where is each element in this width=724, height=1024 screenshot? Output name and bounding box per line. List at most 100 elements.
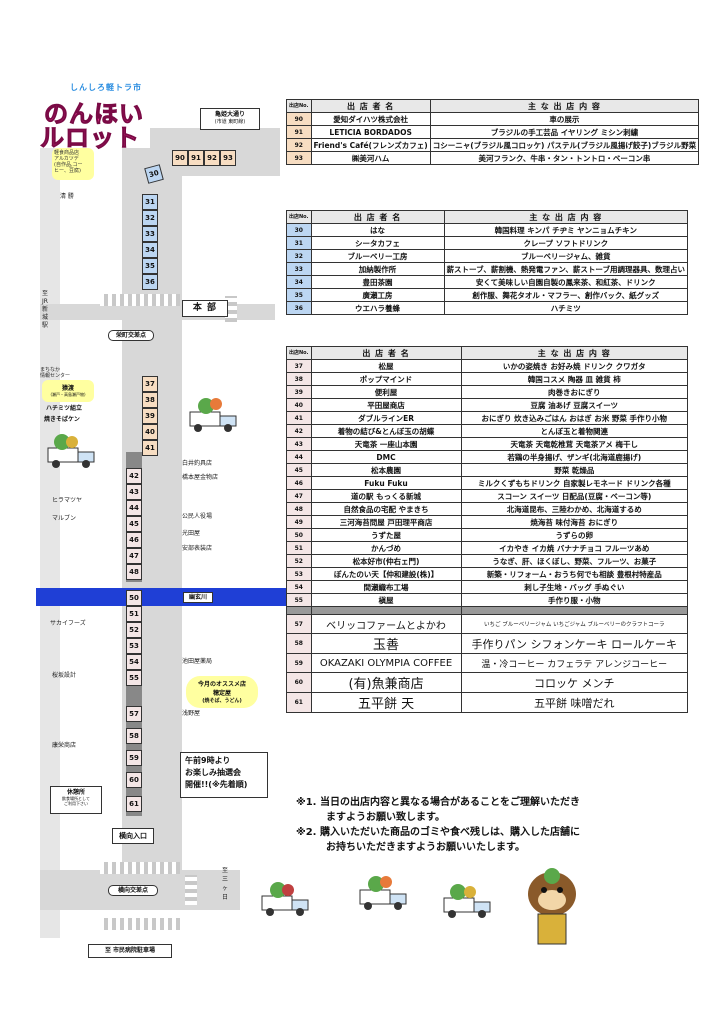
stall-47: 47 xyxy=(126,548,142,564)
cell-no: 59 xyxy=(286,653,312,673)
cell-name: 平田屋商店 xyxy=(310,398,462,412)
stall-34: 34 xyxy=(142,242,158,258)
header-items: 主 な 出 店 内 容 xyxy=(460,346,689,360)
hachimitsu-label: ハチミツ組立 xyxy=(46,405,83,412)
cell-name: ダブルラインER xyxy=(310,411,462,425)
cell-no: 37 xyxy=(286,359,312,373)
cell-no: 45 xyxy=(286,463,312,477)
river-label: 幽玄川 xyxy=(183,592,213,603)
mitsu-label: 光田屋 xyxy=(182,530,201,537)
mikkabi-label: 至三ヶ日 xyxy=(222,867,229,901)
cell-items: 野菜 乾燥品 xyxy=(460,463,689,477)
stall-36: 36 xyxy=(142,274,158,290)
crosswalk-top xyxy=(100,294,180,306)
cell-no: 52 xyxy=(286,554,312,568)
cell-items: うずらの卵 xyxy=(460,528,689,542)
cell-name: OKAZAKI OLYMPIA COFFEE xyxy=(310,653,462,673)
stall-91: 91 xyxy=(188,150,204,166)
stall-54: 54 xyxy=(126,654,142,670)
stall-50: 50 xyxy=(126,590,142,606)
table-separator xyxy=(286,606,689,615)
stall-43: 43 xyxy=(126,484,142,500)
cell-no: 40 xyxy=(286,398,312,412)
cell-name: はな xyxy=(310,223,445,237)
header-name: 出 店 者 名 xyxy=(310,210,445,224)
stall-42: 42 xyxy=(126,468,142,484)
cell-name: Friend's Café(フレンズカフェ) xyxy=(310,138,431,152)
cell-no: 43 xyxy=(286,437,312,451)
river xyxy=(36,588,286,606)
cell-items: 五平餅 味噌だれ xyxy=(460,692,689,713)
fukuda-label: 浅野屋 xyxy=(182,710,201,717)
cell-no: 32 xyxy=(286,249,312,263)
cell-items: おにぎり 炊き込みごはん おはぎ お米 野菜 手作り小物 xyxy=(460,411,689,425)
truck-illustration-4 xyxy=(359,876,407,910)
hiramatsu-label: ヒラマツヤ xyxy=(52,497,83,504)
cell-name: ウエハラ養蜂 xyxy=(310,301,445,315)
cell-name: 間瀬織布工場 xyxy=(310,580,462,594)
cell-no: 55 xyxy=(286,593,312,607)
marupan-label: マルブン xyxy=(52,515,77,522)
cell-items: 新築・リフォーム・おうち何でも相談 豊根村特産品 xyxy=(460,567,689,581)
cell-no: 41 xyxy=(286,411,312,425)
stall-59: 59 xyxy=(126,750,142,766)
cell-no: 30 xyxy=(286,223,312,237)
sakai-label: サカイフーズ xyxy=(50,620,86,627)
kiyose-label: 清 勝 xyxy=(60,193,74,200)
yokohama-label: 猿渡 (瀬戸・高島瀬戸物) xyxy=(42,380,94,402)
cell-items: うなぎ、肝、ほくぼし、野菜、フルーツ、お菓子 xyxy=(460,554,689,568)
cell-name: (有)魚兼商店 xyxy=(310,672,462,693)
matsubara-label: 橋本屋金物店 xyxy=(182,474,219,481)
stall-52: 52 xyxy=(126,622,142,638)
ikeda-label: 池田屋薬局 xyxy=(182,658,213,665)
stall-33: 33 xyxy=(142,226,158,242)
crosswalk-bottom-side xyxy=(185,875,197,905)
cell-name: Fuku Fuku xyxy=(310,476,462,490)
table-row: 60(有)魚兼商店コロッケ メンチ xyxy=(286,672,689,693)
stall-53: 53 xyxy=(126,638,142,654)
cell-name: かんづめ xyxy=(310,541,462,555)
logo-subtitle: しんしろ軽トラ市 xyxy=(70,83,142,92)
cell-name: 豊田茶園 xyxy=(310,275,445,289)
cell-no: 60 xyxy=(286,672,312,693)
cell-items: ブルーベリージャム、雑貨 xyxy=(443,249,689,263)
crosswalk-side xyxy=(225,296,237,326)
header-no: 出店No. xyxy=(286,346,312,360)
cell-items: 天竜茶 天竜乾椎茸 天竜茶アメ 梅干し xyxy=(460,437,689,451)
stall-44: 44 xyxy=(126,500,142,516)
cell-items: 豆腐 油あげ 豆腐スイーツ xyxy=(460,398,689,412)
header-name: 出 店 者 名 xyxy=(310,99,431,113)
cell-name: 松屋 xyxy=(310,359,462,373)
road-cross-sakae xyxy=(40,304,275,320)
cell-items: 韓国コスメ 陶器 皿 雑貨 柿 xyxy=(460,372,689,386)
cell-name: ぽんたのい天【仲和建設(株)】 xyxy=(310,567,462,581)
separator-cell xyxy=(460,606,689,615)
cell-items: 北海道昆布、三陸わかめ、北海道するめ xyxy=(460,502,689,516)
crosswalk-bottom2 xyxy=(100,918,180,930)
logo-title-line2: ルロット xyxy=(40,124,140,153)
cell-name: 自然食品の宅配 やまきち xyxy=(310,502,462,516)
cell-name: 廣瀬工房 xyxy=(310,288,445,302)
cell-items: 車の展示 xyxy=(429,112,700,126)
cell-items: 刺し子生地・バッグ 手ぬぐい xyxy=(460,580,689,594)
cell-name: 便利屋 xyxy=(310,385,462,399)
cell-name: 玉善 xyxy=(310,633,462,654)
header-items: 主 な 出 店 内 容 xyxy=(443,210,689,224)
